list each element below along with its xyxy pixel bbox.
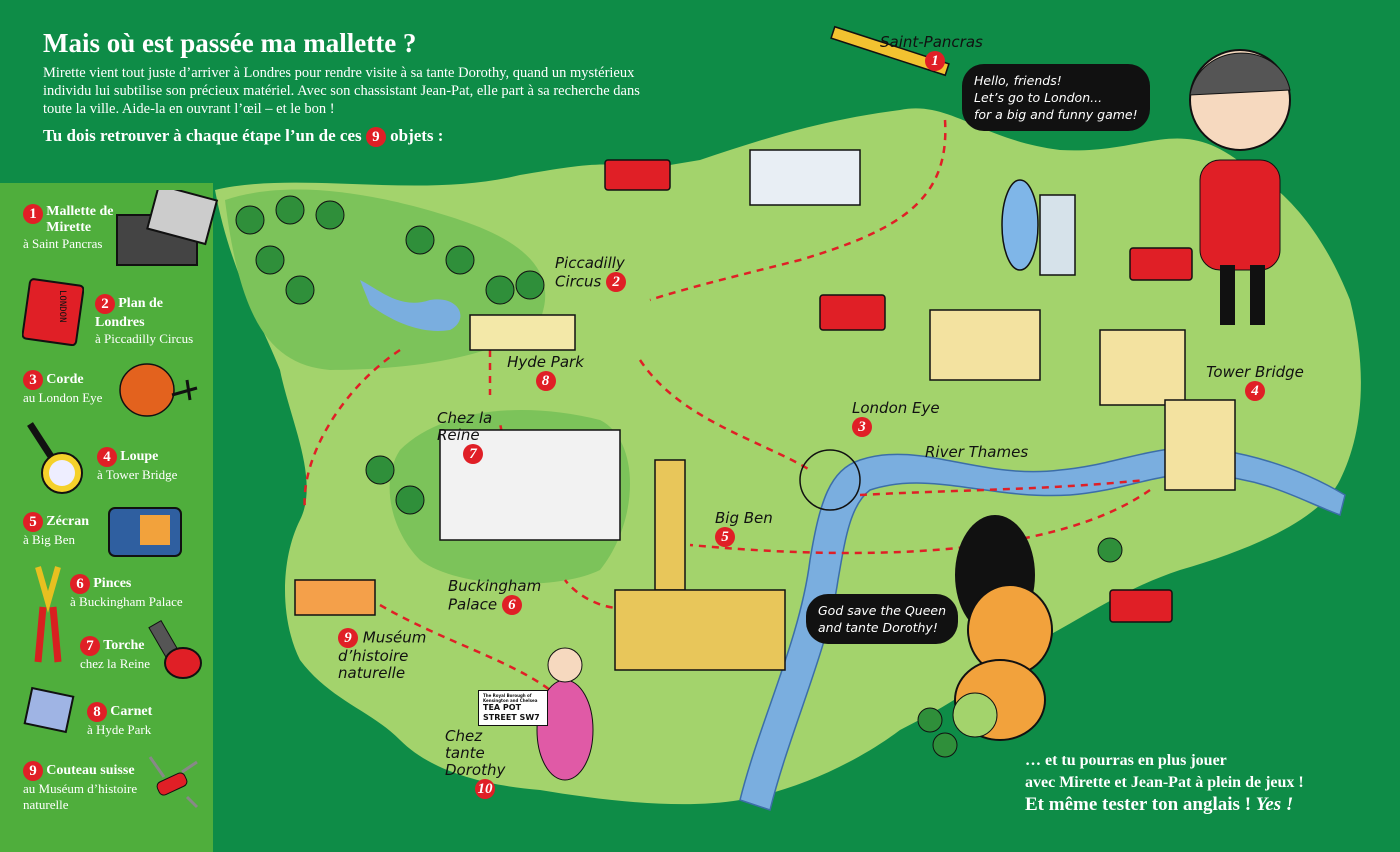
london-map-book-icon: LONDON	[22, 278, 84, 346]
intro-text: Mirette vient tout juste d’arriver à Lon…	[43, 65, 640, 117]
suitcase-icon	[116, 190, 219, 266]
page-title: Mais où est passée ma mallette ?	[43, 28, 417, 58]
mirette-character	[1189, 49, 1291, 325]
hyde-park-gate	[469, 314, 576, 351]
place-piccadilly-circus[interactable]: Piccadilly Circus 2	[555, 254, 627, 292]
tante-dorothy	[536, 647, 594, 781]
red-bus	[604, 159, 671, 191]
big-ben	[654, 459, 686, 591]
flashlight-icon	[148, 619, 202, 679]
svg-text:LONDON: LONDON	[57, 290, 67, 323]
place-museum[interactable]: 9 Muséum d’histoire naturelle	[338, 628, 427, 682]
street-sign: The Royal Borough of Kensington and Chel…	[478, 690, 548, 726]
gherkin	[1001, 179, 1039, 271]
jeanpat-character	[952, 515, 1053, 741]
red-bus	[1109, 589, 1173, 623]
london-eye	[799, 449, 861, 511]
place-buckingham-palace[interactable]: Buckingham Palace 6	[448, 577, 542, 615]
river-label: River Thames	[925, 443, 1029, 461]
red-bus	[1129, 247, 1193, 281]
rope-icon	[119, 363, 198, 417]
river-thames	[739, 446, 1346, 811]
screen-device-icon	[108, 507, 182, 557]
tower-bridge	[1164, 399, 1236, 491]
magnifier-icon	[27, 422, 83, 494]
skyscraper	[1039, 194, 1076, 276]
route	[303, 119, 1151, 692]
st-pauls	[929, 309, 1041, 381]
westminster	[614, 589, 786, 671]
swiss-knife-icon	[148, 756, 199, 809]
tower-of-london	[1099, 329, 1186, 406]
mirette-speech-bubble: Hello, friends!Let’s go to London...for …	[962, 64, 1150, 131]
instruction: Tu dois retrouver à chaque étape l’un de…	[43, 126, 444, 148]
dinosaur-plinth	[294, 579, 376, 616]
buildings	[294, 25, 1236, 671]
red-bus	[819, 294, 886, 331]
serpentine-lake	[360, 280, 461, 331]
british-library	[749, 149, 861, 206]
pliers-icon	[34, 566, 62, 663]
notebook-icon	[23, 686, 75, 734]
outro-text: … et tu pourras en plus jouer avec Miret…	[1025, 752, 1304, 815]
hyde-park-area	[225, 189, 546, 370]
count-badge: 9	[365, 127, 386, 148]
trees	[235, 195, 1123, 758]
train	[830, 25, 950, 77]
